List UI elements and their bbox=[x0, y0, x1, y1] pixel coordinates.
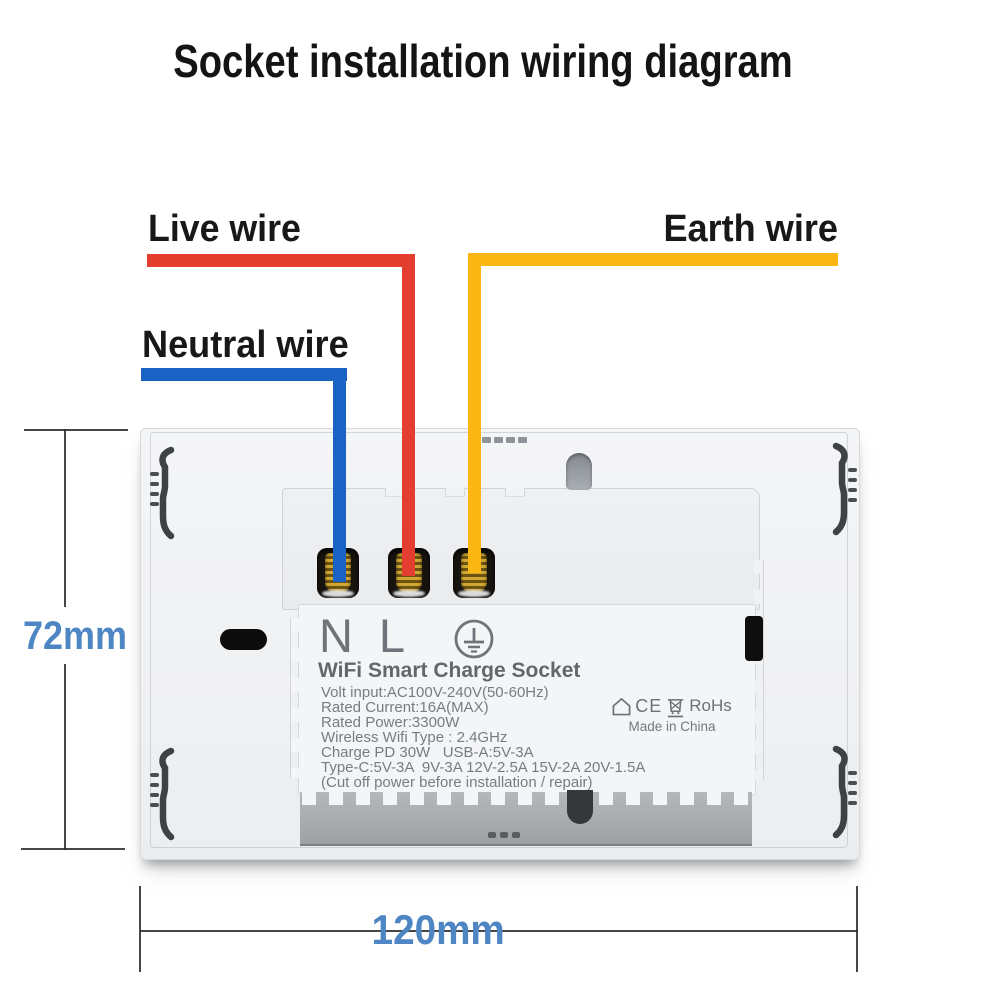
spec-line-charge: Charge PD 30W USB-A:5V-3A bbox=[321, 744, 534, 761]
vent-slot bbox=[494, 437, 503, 443]
bottom-thread-mark bbox=[500, 832, 508, 838]
spec-line-wifi: Wireless Wifi Type : 2.4GHz bbox=[321, 729, 508, 746]
live-wire-vertical bbox=[402, 254, 415, 576]
live-wire-label: Live wire bbox=[148, 208, 301, 250]
panel-left-tabs bbox=[290, 618, 300, 778]
earth-wire-horizontal bbox=[468, 253, 838, 266]
bottom-u-notch bbox=[567, 790, 593, 824]
spec-line-typec: Type-C:5V-3A 9V-3A 12V-2.5A 15V-2A 20V-1… bbox=[321, 759, 646, 776]
neutral-wire-horizontal bbox=[141, 368, 347, 381]
module-top-notch bbox=[445, 487, 465, 497]
device-name: WiFi Smart Charge Socket bbox=[318, 659, 581, 682]
terminal-highlight bbox=[322, 590, 354, 597]
ce-mark: CE bbox=[635, 695, 663, 716]
neutral-wire-vertical bbox=[333, 368, 346, 582]
width-dim-cap-left bbox=[139, 886, 141, 972]
earth-wire-label: Earth wire bbox=[663, 208, 838, 250]
width-dim-line bbox=[140, 930, 858, 932]
vent-slot bbox=[518, 437, 527, 443]
spec-line-warning: (Cut off power before installation / rep… bbox=[321, 774, 593, 791]
terminal-highlight bbox=[393, 590, 425, 597]
vent-slot bbox=[506, 437, 515, 443]
panel-right-tabs bbox=[754, 560, 764, 780]
panel-bottom-teeth bbox=[302, 792, 750, 805]
terminal-label-l: L bbox=[378, 609, 406, 662]
spec-line-current: Rated Current:16A(MAX) bbox=[321, 699, 489, 716]
certification-block: CE RoHs Made in China bbox=[608, 694, 736, 734]
plate-inner-rim bbox=[150, 432, 848, 848]
mounting-clip-bottom-left-icon bbox=[150, 747, 175, 841]
mounting-clip-top-right-icon bbox=[832, 442, 857, 536]
spec-line-power: Rated Power:3300W bbox=[321, 714, 460, 731]
made-in-china-label: Made in China bbox=[628, 719, 716, 734]
safety-house-icon bbox=[612, 697, 631, 715]
terminal-highlight bbox=[458, 590, 490, 597]
weee-bin-icon bbox=[668, 698, 684, 717]
height-dim-line-lower bbox=[64, 664, 66, 850]
earth-wire-vertical bbox=[468, 253, 481, 573]
height-dim-line-upper bbox=[64, 429, 66, 607]
bottom-thread-mark bbox=[512, 832, 520, 838]
terminal-label-n: N bbox=[319, 609, 353, 662]
mounting-clip-bottom-right-icon bbox=[832, 745, 857, 839]
width-dim-cap-right bbox=[856, 886, 858, 972]
mounting-clip-top-left-icon bbox=[150, 446, 175, 540]
rohs-mark: RoHs bbox=[689, 696, 732, 715]
keyhole-slot bbox=[566, 453, 592, 490]
left-pill-slot bbox=[220, 629, 267, 650]
bottom-thread-mark bbox=[488, 832, 496, 838]
earth-ground-symbol-icon bbox=[454, 619, 494, 659]
live-wire-horizontal bbox=[147, 254, 415, 267]
spec-line-volt: Volt input:AC100V-240V(50-60Hz) bbox=[321, 684, 549, 701]
height-dimension-label: 72mm bbox=[22, 614, 128, 658]
module-top-notch bbox=[505, 487, 525, 497]
width-dimension-label: 120mm bbox=[371, 906, 505, 953]
height-dim-cap-bottom bbox=[21, 848, 125, 850]
vent-slot bbox=[482, 437, 491, 443]
page-title: Socket installation wiring diagram bbox=[173, 35, 793, 87]
height-dim-cap-top bbox=[24, 429, 128, 431]
neutral-wire-label: Neutral wire bbox=[142, 324, 349, 366]
right-side-slot bbox=[745, 616, 763, 661]
